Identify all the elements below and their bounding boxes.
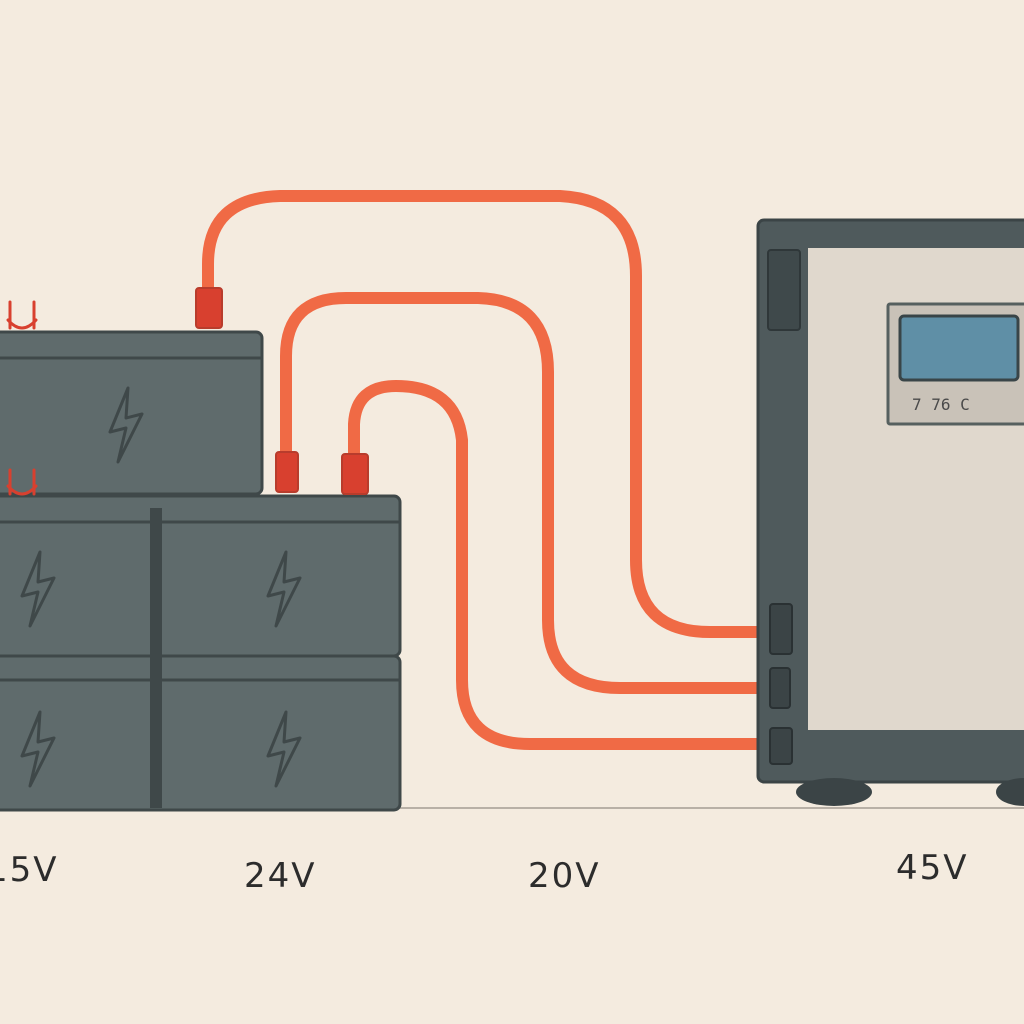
cable-inner (348, 380, 786, 750)
voltage-label: 15V (0, 850, 59, 890)
lightning-bolt-icon (266, 710, 302, 788)
lightning-bolt-icon (266, 550, 302, 628)
inverter-wheel (996, 778, 1024, 806)
cable-outer (202, 190, 786, 638)
battery-middle-body (0, 494, 402, 658)
battery-terminal-icon (6, 468, 38, 496)
inverter: 7 76 C (756, 218, 1024, 806)
cable-middle (280, 292, 786, 694)
cables (202, 190, 786, 750)
lightning-bolt-icon (108, 386, 144, 464)
inverter-port (769, 603, 793, 655)
lightning-bolt-icon (20, 710, 56, 788)
inverter-display-screen (898, 314, 1020, 382)
battery-top-body (0, 330, 264, 496)
inverter-wheel (796, 778, 872, 806)
cable-connector (341, 453, 369, 495)
battery-middle (0, 468, 402, 658)
lightning-bolt-icon (20, 550, 56, 628)
inverter-display-readout: 7 76 C (912, 395, 970, 414)
battery-top (0, 300, 264, 496)
voltage-label: 24V (244, 856, 317, 896)
cable-connector (275, 451, 299, 493)
cable-connector (195, 287, 223, 329)
battery-terminal-icon (6, 300, 38, 330)
voltage-label: 45V (896, 848, 969, 888)
voltage-label: 20V (528, 856, 601, 896)
inverter-port (769, 667, 791, 709)
battery-strap (150, 508, 162, 808)
inverter-handle (767, 249, 801, 331)
battery-bottom-body (0, 654, 402, 812)
battery-bottom (0, 654, 402, 812)
inverter-port (769, 727, 793, 765)
